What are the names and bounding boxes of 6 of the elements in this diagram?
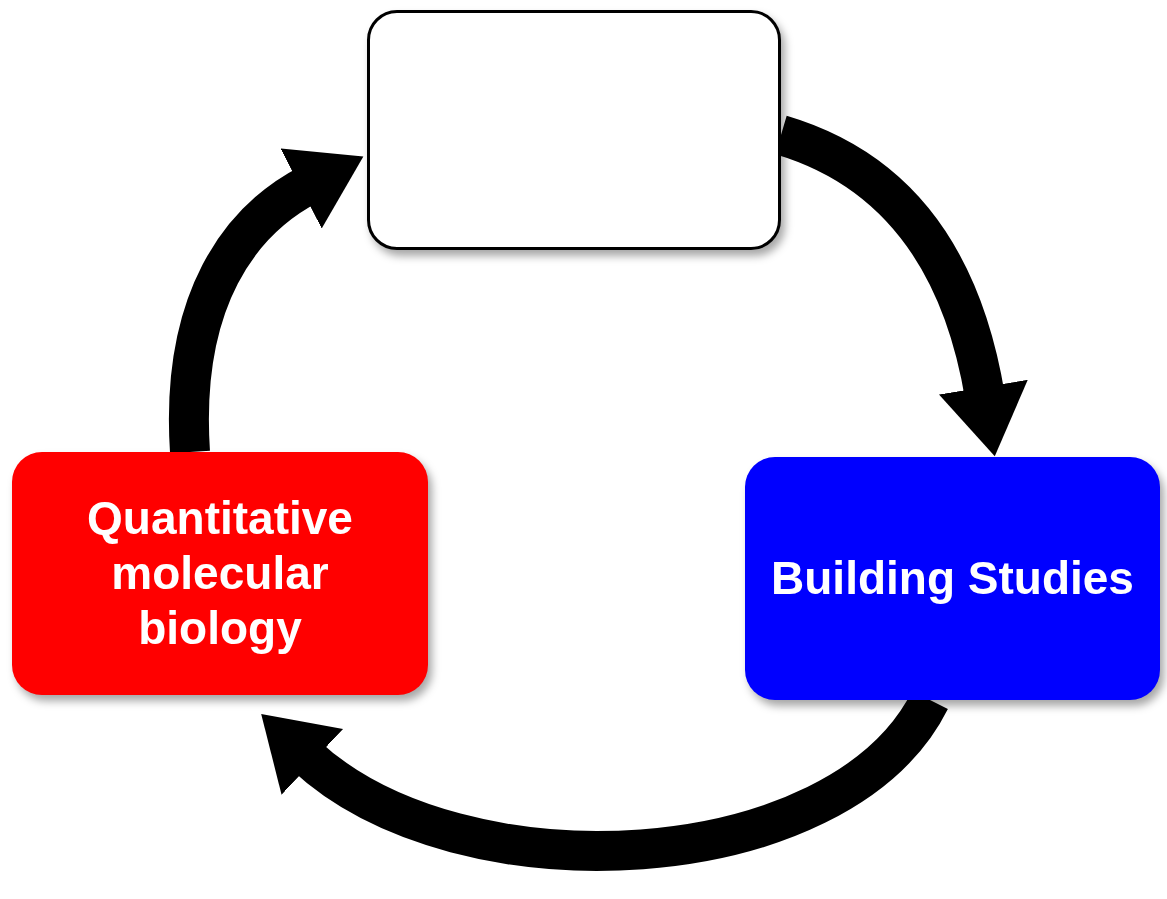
process-box xyxy=(12,452,428,695)
box-label: Building Studies xyxy=(771,550,1134,606)
empty-box xyxy=(367,10,781,250)
curved-arrow xyxy=(168,150,362,453)
box-label: Quantitative molecular biology xyxy=(86,490,354,657)
process-box xyxy=(745,457,1160,700)
